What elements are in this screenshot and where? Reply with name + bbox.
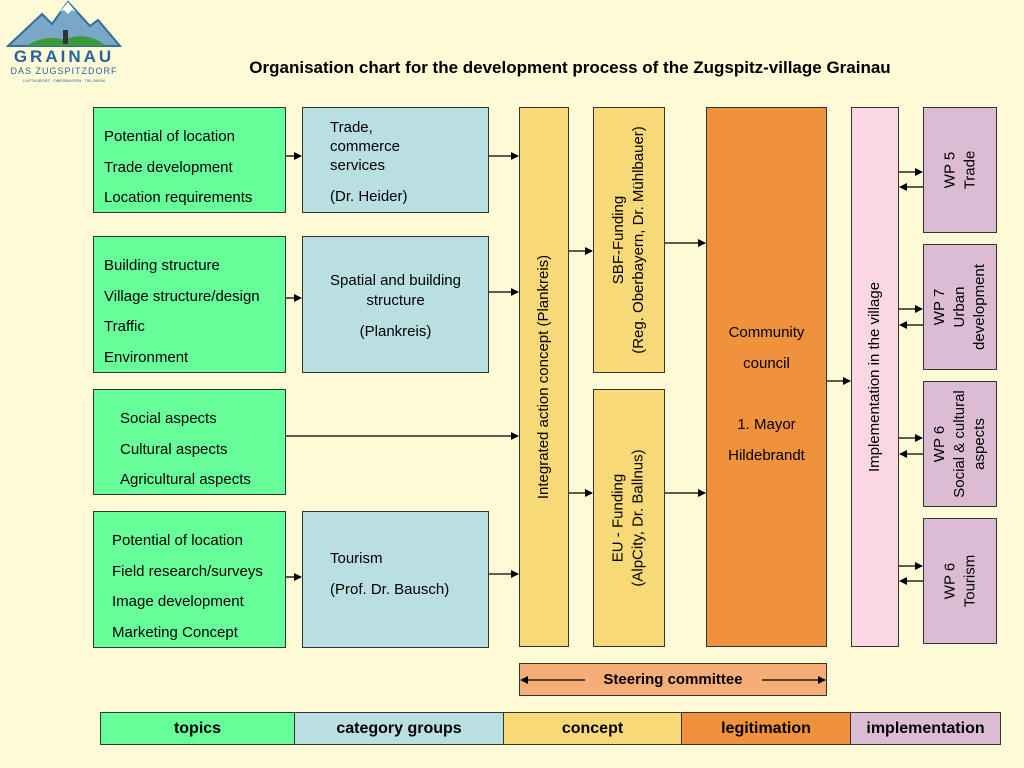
council-text: Hildebrandt bbox=[728, 447, 805, 464]
legend-concept: concept bbox=[503, 712, 682, 745]
topic-item: Location requirements bbox=[104, 189, 253, 207]
steering-committee-label: Steering committee bbox=[603, 671, 743, 688]
page-title: Organisation chart for the development p… bbox=[249, 58, 891, 77]
legend-topics: topics bbox=[100, 712, 295, 745]
topic-item: Field research/surveys bbox=[112, 562, 263, 580]
legend-implementation: implementation bbox=[850, 712, 1001, 745]
council-text: 1. Mayor bbox=[737, 416, 796, 433]
topic-item: Building structure bbox=[104, 257, 220, 274]
topic-item: Marketing Concept bbox=[112, 624, 238, 642]
logo: GRAINAU DAS ZUGSPITZDORF LUFTKURORT · OB… bbox=[6, 0, 122, 88]
implementation-box: Implementation in the village bbox=[851, 107, 899, 647]
group-text: commerce bbox=[330, 138, 401, 155]
topic-item: Traffic bbox=[104, 318, 145, 336]
council-text: council bbox=[743, 355, 790, 372]
topic-item: Social aspects bbox=[120, 410, 217, 427]
wp-box-social: WP 6 Social & cultural aspects bbox=[923, 381, 997, 507]
topic-box-trade: Potential of location Trade development … bbox=[93, 107, 286, 213]
community-council-box: Community council 1. Mayor Hildebrandt bbox=[706, 107, 827, 647]
topic-item: Village structure/design bbox=[104, 287, 260, 305]
integrated-concept-box: Integrated action concept (Plankreis) bbox=[519, 107, 569, 647]
eu-funding-box: EU - Funding (AlpCity, Dr. Ballnus) bbox=[593, 389, 665, 647]
topic-item: Environment bbox=[104, 349, 189, 367]
topic-box-building: Building structure Village structure/des… bbox=[93, 236, 286, 373]
topic-item: Trade development bbox=[104, 158, 233, 176]
group-text: (Prof. Dr. Bausch) bbox=[330, 581, 450, 598]
topic-item: Agricultural aspects bbox=[120, 471, 251, 489]
legend-legitimation: legitimation bbox=[681, 712, 851, 745]
sbf-funding-box: SBF-Funding (Reg. Oberbayern, Dr. Mühlba… bbox=[593, 107, 665, 373]
topic-item: Cultural aspects bbox=[120, 440, 228, 458]
logo-tagline: LUFTKURORT · OBERBAYERN · 750-2962M bbox=[23, 78, 105, 83]
group-text: (Dr. Heider) bbox=[330, 188, 408, 205]
topic-box-social: Social aspects Cultural aspects Agricult… bbox=[93, 389, 286, 495]
council-text: Community bbox=[728, 324, 805, 341]
topic-item: Potential of location bbox=[112, 532, 243, 549]
group-box-spatial: Spatial and building structure (Plankrei… bbox=[302, 236, 489, 373]
legend-category-groups: category groups bbox=[294, 712, 504, 745]
logo-name: GRAINAU bbox=[13, 47, 115, 66]
group-text: structure bbox=[366, 292, 425, 309]
mountain-logo-icon bbox=[6, 0, 122, 47]
group-text: Spatial and building bbox=[330, 272, 461, 289]
wp-box-trade: WP 5 Trade bbox=[923, 107, 997, 233]
group-text: services bbox=[330, 157, 386, 174]
topic-item: Potential of location bbox=[104, 128, 235, 145]
topic-item: Image development bbox=[112, 593, 244, 611]
wp-box-urban: WP 7 Urban development bbox=[923, 244, 997, 370]
topic-box-tourism: Potential of location Field research/sur… bbox=[93, 511, 286, 648]
wp-box-tourism: WP 6 Tourism bbox=[923, 518, 997, 644]
group-box-trade: Trade, commerce services (Dr. Heider) bbox=[302, 107, 489, 213]
group-text: Tourism bbox=[330, 550, 383, 567]
group-box-tourism: Tourism (Prof. Dr. Bausch) bbox=[302, 511, 489, 648]
group-text: (Plankreis) bbox=[359, 323, 432, 340]
group-text: Trade, bbox=[330, 119, 373, 136]
logo-subtitle: DAS ZUGSPITZDORF bbox=[10, 66, 118, 76]
